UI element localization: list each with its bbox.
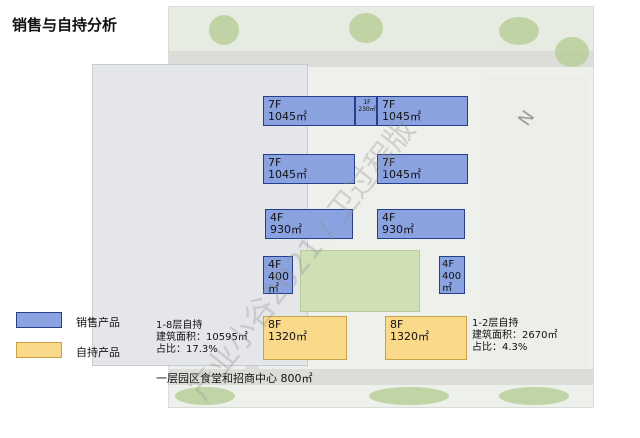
road-top bbox=[169, 51, 593, 67]
legend-label-sale: 销售产品 bbox=[76, 316, 120, 329]
page-title: 销售与自持分析 bbox=[12, 16, 118, 34]
legend-swatch-sale bbox=[16, 312, 62, 328]
tree bbox=[175, 387, 235, 405]
central-green bbox=[300, 250, 420, 312]
note-bottom: 一层园区食堂和招商中心 800㎡ bbox=[156, 372, 313, 385]
tree bbox=[349, 13, 383, 43]
side-buildings-right bbox=[487, 77, 587, 367]
tree bbox=[369, 387, 449, 405]
legend-swatch-self bbox=[16, 342, 62, 358]
tree bbox=[499, 387, 569, 405]
legend-label-self: 自持产品 bbox=[76, 346, 120, 359]
note-right: 1-2层自持 建筑面积：2670㎡ 占比：4.3% bbox=[472, 318, 558, 353]
note-left: 1-8层自持 建筑面积：10595㎡ 占比：17.3% bbox=[156, 320, 248, 355]
tree bbox=[555, 37, 589, 67]
road-bottom bbox=[169, 369, 593, 385]
tree bbox=[209, 15, 239, 45]
tree bbox=[499, 17, 539, 45]
